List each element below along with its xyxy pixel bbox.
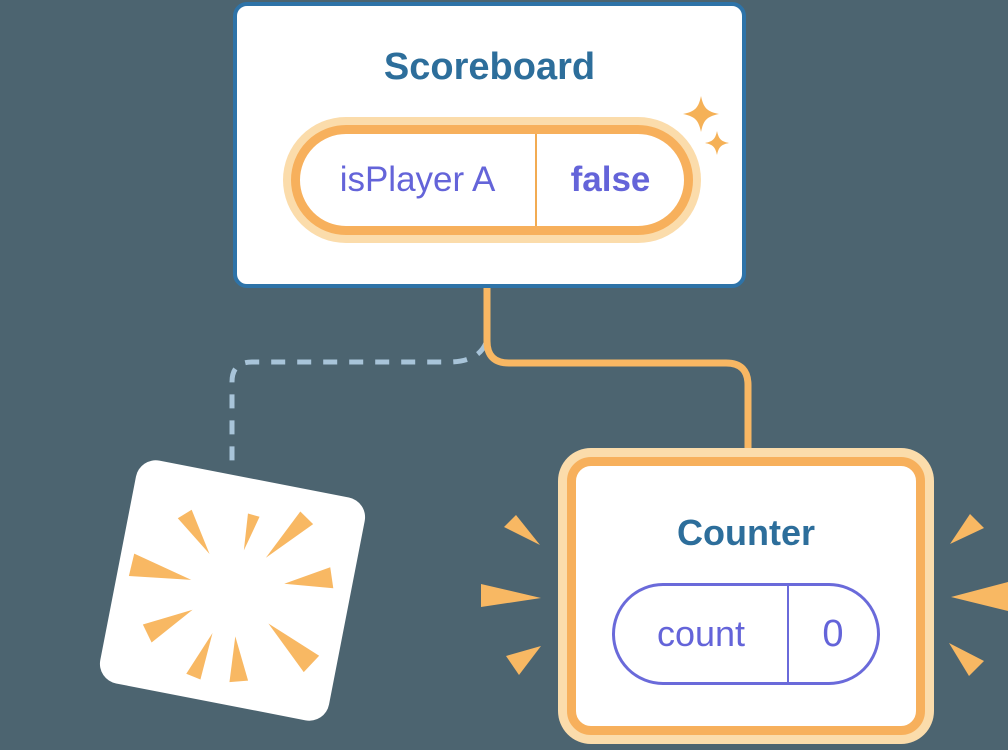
state-name: isPlayer A bbox=[339, 160, 496, 199]
state-value: 0 bbox=[822, 612, 844, 655]
burst-ray bbox=[142, 609, 193, 643]
emphasis-ray bbox=[504, 515, 540, 545]
emphasis-ray bbox=[951, 582, 1008, 611]
solid-connector-line bbox=[483, 282, 752, 459]
burst-ray bbox=[177, 509, 210, 554]
counter-card: Counter count 0 bbox=[567, 457, 925, 735]
emphasis-ray bbox=[481, 584, 541, 607]
state-name: count bbox=[656, 613, 746, 654]
pill-divider bbox=[787, 586, 789, 682]
burst-ray bbox=[229, 636, 249, 683]
burst-ray bbox=[128, 553, 192, 580]
burst-ray bbox=[284, 567, 334, 589]
burst-ray bbox=[243, 513, 260, 551]
scoreboard-title: Scoreboard bbox=[383, 46, 596, 88]
pill-divider bbox=[535, 134, 537, 226]
counter-title: Counter bbox=[677, 512, 815, 553]
scoreboard-card: Scoreboard isPlayer A false bbox=[233, 2, 746, 288]
removed-component-card bbox=[96, 456, 369, 725]
emphasis-ray bbox=[506, 646, 541, 675]
burst-ray bbox=[265, 511, 314, 558]
dashed-connector-line bbox=[229, 341, 489, 468]
counter-state-pill: count 0 bbox=[612, 583, 880, 685]
emphasis-ray bbox=[949, 643, 984, 676]
state-value: false bbox=[570, 160, 651, 199]
poof-burst-icon bbox=[128, 509, 334, 683]
burst-ray bbox=[186, 632, 213, 680]
scoreboard-state-pill: isPlayer A false bbox=[291, 125, 693, 235]
emphasis-ray bbox=[950, 514, 984, 544]
burst-ray bbox=[268, 623, 320, 673]
